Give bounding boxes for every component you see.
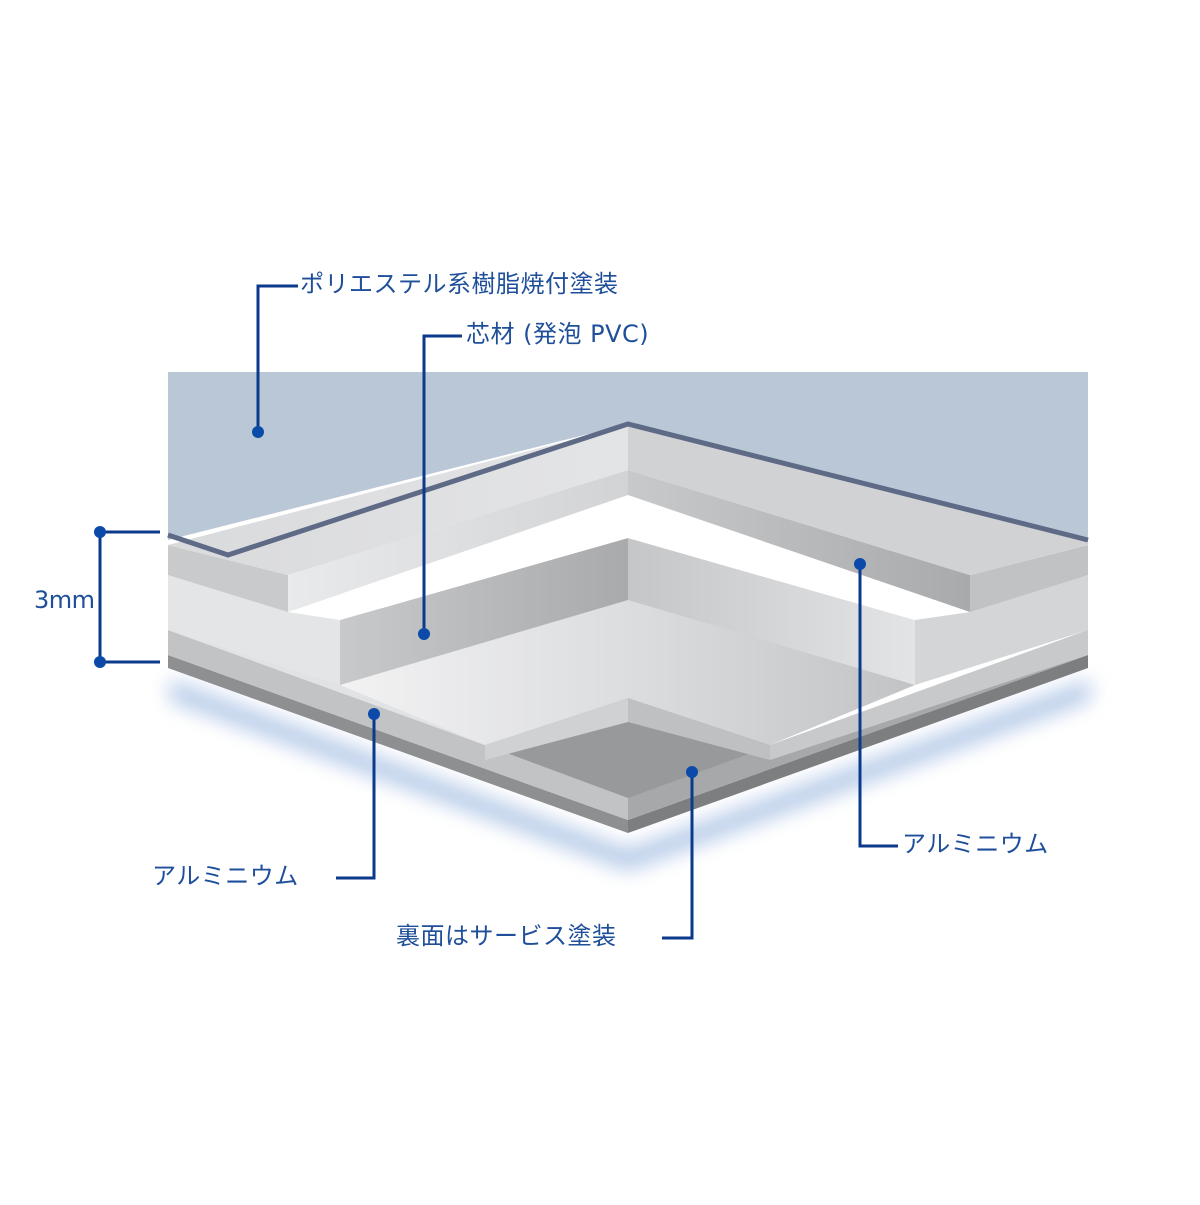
label-back-coating: 裏面はサービス塗装 bbox=[396, 922, 617, 950]
thickness-bracket bbox=[98, 530, 160, 664]
label-aluminum-left: アルミニウム bbox=[152, 862, 299, 890]
label-core: 芯材 (発泡 PVC) bbox=[466, 320, 650, 348]
dot-top-coating bbox=[252, 426, 264, 438]
leader-dots bbox=[94, 426, 866, 778]
label-aluminum-right: アルミニウム bbox=[902, 830, 1049, 858]
leader-aluminum-right bbox=[858, 564, 898, 848]
dot-core bbox=[418, 628, 430, 640]
dot-thickness-top bbox=[94, 526, 106, 538]
leader-lines bbox=[98, 284, 898, 940]
leader-aluminum-left bbox=[336, 714, 376, 880]
layer-top-coating bbox=[167, 372, 1089, 558]
dot-aluminum-right bbox=[854, 558, 866, 570]
leader-core bbox=[422, 334, 462, 634]
leader-top-coating bbox=[256, 284, 298, 432]
label-top-coating: ポリエステル系樹脂焼付塗装 bbox=[300, 270, 619, 298]
dot-thickness-bottom bbox=[94, 656, 106, 668]
label-thickness: 3mm bbox=[34, 586, 95, 614]
layer-aluminum-top bbox=[168, 425, 1088, 612]
dot-back-coating bbox=[686, 766, 698, 778]
dot-aluminum-left bbox=[368, 708, 380, 720]
leader-back-coating bbox=[662, 772, 694, 940]
layer-core-pvc bbox=[168, 495, 1088, 685]
